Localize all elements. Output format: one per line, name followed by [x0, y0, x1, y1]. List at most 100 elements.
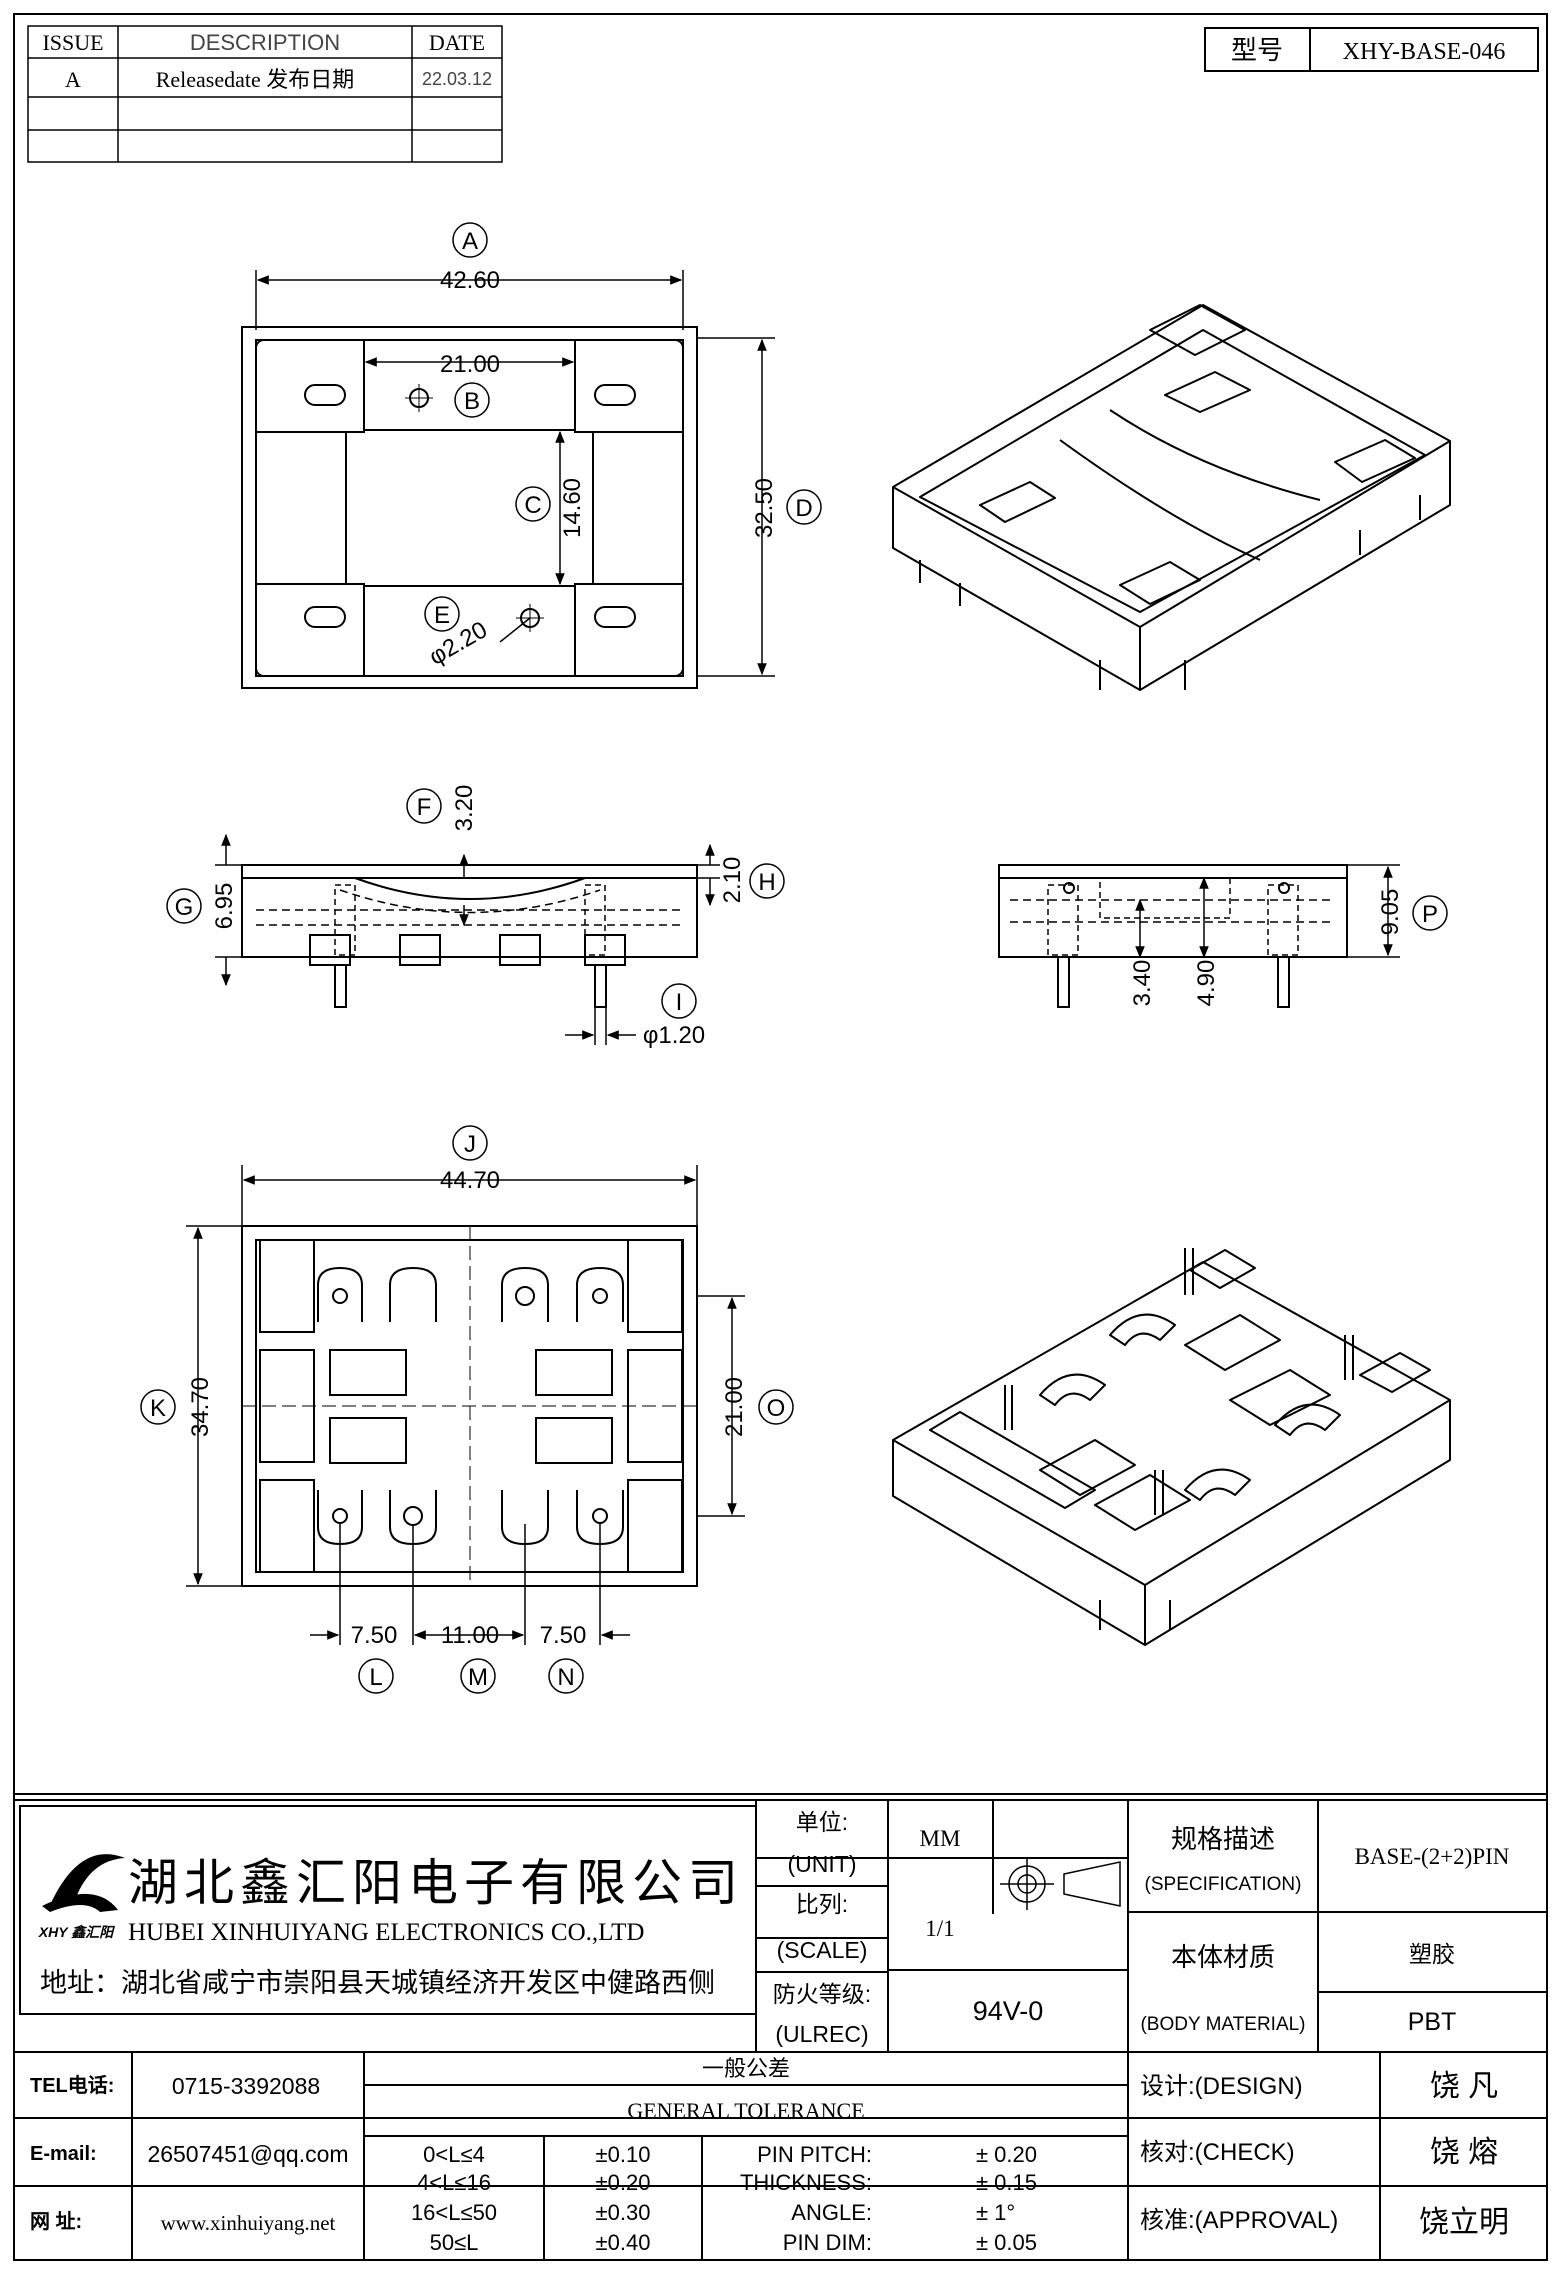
bottom-view-dimensions: [186, 1165, 745, 1645]
dim-value-m: 11.00: [441, 1622, 499, 1649]
dim-tag-n: N: [557, 1664, 574, 1691]
rev-row-issue: A: [65, 67, 81, 92]
spec-value-2: ± 1°: [976, 2200, 1015, 2225]
dim-tag-p: P: [1422, 901, 1438, 928]
material-value: PBT: [1408, 2008, 1457, 2036]
tol-value-3: ±0.40: [596, 2230, 651, 2255]
tol-value-1: ±0.20: [596, 2170, 651, 2195]
rev-header-description: DESCRIPTION: [190, 30, 340, 55]
dim-value-b: 21.00: [440, 351, 500, 378]
side-view: [998, 864, 1348, 1008]
spec-value-3: ± 0.05: [976, 2230, 1037, 2255]
scale-label-en: (SCALE): [777, 1937, 868, 1963]
dim-tag-f: F: [417, 794, 432, 821]
dim-value-n: 7.50: [540, 1622, 587, 1649]
side-view-dimensions: [1135, 864, 1400, 959]
approval-name: 饶立明: [1419, 2206, 1509, 2239]
dim-value-side-h2: 4.90: [1193, 960, 1220, 1007]
dim-value-k: 34.70: [187, 1377, 214, 1437]
projection-symbol-icon: [1000, 1858, 1121, 1910]
company-address: 地址：湖北省咸宁市崇阳县天城镇经济开发区中健路西侧: [40, 1968, 715, 1998]
top-view: [241, 326, 698, 689]
dim-tag-l: L: [369, 1664, 382, 1691]
company-name-en: HUBEI XINHUIYANG ELECTRONICS CO.,LTD: [128, 1919, 644, 1946]
approval-label: 核准:(APPROVAL): [1140, 2207, 1338, 2234]
unit-label-en: (UNIT): [788, 1851, 857, 1877]
model-value: XHY-BASE-046: [1343, 39, 1506, 65]
dim-tag-d: D: [795, 495, 812, 522]
tolerance-title-cn: 一般公差: [702, 2056, 790, 2081]
dim-tag-h: H: [758, 869, 775, 896]
dim-tag-m: M: [468, 1664, 488, 1691]
model-label: 型号: [1231, 35, 1283, 65]
dim-tag-e: E: [434, 602, 450, 629]
dim-tag-b: B: [464, 388, 480, 415]
front-view-dimensions: [215, 833, 720, 1045]
isometric-top-view: [892, 304, 1451, 691]
revision-table: [27, 25, 503, 163]
dim-tag-a: A: [462, 228, 478, 255]
rev-header-date: DATE: [429, 30, 485, 55]
material-label-en: (BODY MATERIAL): [1140, 2014, 1305, 2035]
tol-value-0: ±0.10: [596, 2142, 651, 2167]
spec-value-0: ± 0.20: [976, 2142, 1037, 2167]
dim-value-g: 6.95: [211, 883, 238, 930]
dim-value-h: 2.10: [719, 857, 746, 904]
ulrec-value: 94V-0: [973, 1996, 1044, 2026]
rev-row-date: 22.03.12: [422, 69, 492, 89]
isometric-bottom-view: [892, 1248, 1451, 1646]
dim-value-side-h1: 3.40: [1129, 960, 1156, 1007]
dim-tag-i: I: [676, 989, 683, 1016]
unit-value: MM: [920, 1826, 961, 1851]
dim-tag-g: G: [175, 894, 194, 921]
drawing-border: [13, 13, 1548, 2261]
dim-tag-j: J: [464, 1131, 476, 1158]
spec-name-3: PIN DIM:: [783, 2230, 872, 2255]
dim-value-j: 44.70: [440, 1167, 500, 1194]
dim-value-f: 3.20: [451, 785, 478, 832]
spec-name-0: PIN PITCH:: [757, 2142, 872, 2167]
dim-value-o: 21.00: [721, 1377, 748, 1437]
tol-value-2: ±0.30: [596, 2200, 651, 2225]
web-value: www.xinhuiyang.net: [161, 2211, 336, 2235]
design-label: 设计:(DESIGN): [1140, 2073, 1303, 2100]
dim-value-l: 7.50: [351, 1622, 398, 1649]
check-name: 饶 熔: [1430, 2136, 1498, 2169]
tol-range-1: 4<L≤16: [417, 2170, 491, 2195]
spec-value: BASE-(2+2)PIN: [1355, 1844, 1510, 1869]
spec-name-1: THICKNESS:: [740, 2170, 872, 2195]
company-name-cn: 湖北鑫汇阳电子有限公司: [128, 1855, 744, 1911]
spec-label-en: (SPECIFICATION): [1145, 1874, 1302, 1895]
tol-range-2: 16<L≤50: [411, 2200, 497, 2225]
spec-value-1: ± 0.15: [976, 2170, 1037, 2195]
material-label-cn: 本体材质: [1171, 1942, 1275, 1972]
tol-range-0: 0<L≤4: [423, 2142, 485, 2167]
front-view: [241, 864, 698, 1008]
scale-label-cn: 比列:: [796, 1891, 848, 1917]
tolerance-title-en: GENERAL TOLERANCE: [627, 2098, 864, 2123]
top-view-dimensions: [255, 270, 775, 677]
spec-label-cn: 规格描述: [1171, 1824, 1275, 1854]
title-block: [14, 1793, 1547, 2260]
check-label: 核对:(CHECK): [1140, 2139, 1295, 2166]
tol-range-3: 50≤L: [430, 2230, 479, 2255]
email-label: E-mail:: [30, 2143, 97, 2165]
dim-value-i: φ1.20: [643, 1022, 705, 1049]
dim-value-d: 32.50: [751, 478, 778, 538]
design-name: 饶 凡: [1430, 2070, 1498, 2103]
dim-value-a: 42.60: [440, 267, 500, 294]
unit-label-cn: 单位:: [796, 1809, 848, 1835]
tel-label: TEL电话:: [30, 2074, 114, 2097]
scale-value: 1/1: [925, 1916, 954, 1941]
company-logo: XHY 鑫汇阳: [38, 1854, 125, 1940]
spec-name-2: ANGLE:: [791, 2200, 872, 2225]
web-label: 网 址:: [30, 2210, 82, 2233]
rev-header-issue: ISSUE: [42, 30, 103, 55]
dim-tag-o: O: [767, 1395, 786, 1422]
logo-text: XHY 鑫汇阳: [38, 1924, 115, 1940]
bottom-view: [241, 1225, 698, 1587]
model-box: [1204, 27, 1539, 72]
dim-value-p: 9.05: [1377, 889, 1404, 936]
ulrec-label-cn: 防火等级:: [773, 1981, 871, 2007]
